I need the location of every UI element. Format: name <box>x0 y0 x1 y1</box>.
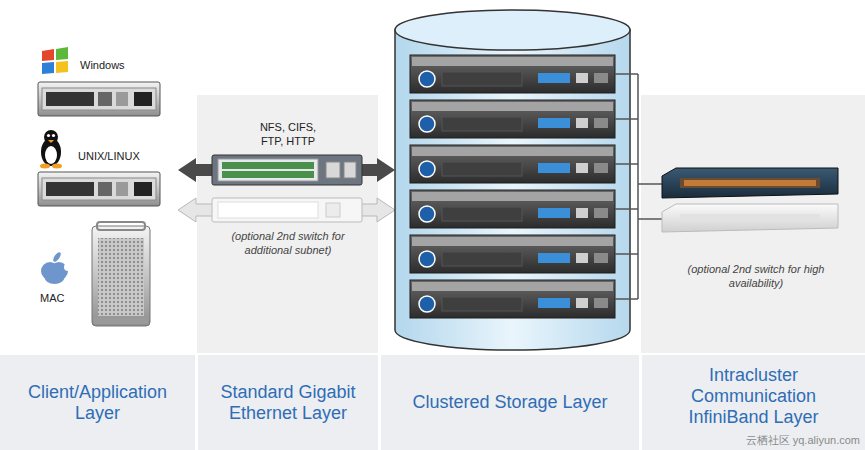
infiniband-switch <box>684 180 816 186</box>
gigabit-switch <box>212 155 362 185</box>
linux-penguin <box>44 130 58 144</box>
linux-penguin <box>41 138 61 166</box>
gigabit-switch <box>222 171 314 178</box>
linux-penguin <box>52 134 55 137</box>
infiniband-wiring <box>615 74 638 299</box>
linux-penguin <box>52 164 62 169</box>
mac-tower <box>92 222 150 326</box>
layer-band: Clustered Storage Layer <box>381 355 639 450</box>
gigabit-switch <box>326 162 340 178</box>
windows-logo <box>42 47 68 74</box>
mac-tower <box>94 318 148 324</box>
storage-servers <box>410 280 615 318</box>
storage-servers <box>410 55 615 93</box>
storage-cylinder <box>395 10 630 350</box>
windows-logo <box>42 49 54 61</box>
layer-title: Standard Gigabit Ethernet Layer <box>208 382 368 424</box>
mac-tower <box>98 238 144 316</box>
optional-infiniband-switch <box>662 204 838 232</box>
linux-penguin <box>40 130 62 169</box>
layer-title: Clustered Storage Layer <box>390 392 630 413</box>
layer-title: Client/Application Layer <box>8 382 188 424</box>
apple-logo <box>45 270 65 284</box>
column-grounds <box>641 95 865 353</box>
column-grounds <box>197 95 865 353</box>
windows-logo <box>56 61 68 73</box>
storage-servers <box>410 190 615 228</box>
os-label: MAC <box>40 291 80 305</box>
infiniband-switch <box>662 168 838 198</box>
gigabit-switch <box>344 162 356 178</box>
column-grounds <box>197 95 378 353</box>
mac-tower <box>97 222 145 230</box>
optional-infiniband-switch <box>662 204 838 232</box>
note-text: (optional 2nd switch for additional subn… <box>210 229 366 257</box>
infiniband-switch <box>680 178 820 188</box>
watermark: 云栖社区 yq.aliyun.com <box>700 433 860 447</box>
storage-cylinder <box>395 30 630 350</box>
storage-servers <box>410 235 615 273</box>
linux-penguin <box>48 140 54 143</box>
protocol-label: NFS, CIFS, FTP, HTTP <box>248 120 328 148</box>
note-text: (optional 2nd switch for high availabili… <box>676 262 836 290</box>
optional-switch <box>326 203 340 217</box>
infiniband-wiring <box>638 184 662 219</box>
gigabit-switch <box>212 155 362 185</box>
storage-servers <box>410 55 615 318</box>
linux-penguin <box>45 146 57 164</box>
gigabit-switch <box>222 162 314 169</box>
linux-penguin <box>40 164 50 169</box>
infiniband-wiring <box>637 74 639 299</box>
storage-cylinder <box>395 10 630 50</box>
layer-band: Standard Gigabit Ethernet Layer <box>198 355 378 450</box>
os-label: UNIX/LINUX <box>78 149 168 163</box>
optional-switch <box>212 198 362 222</box>
apple-logo <box>52 251 62 263</box>
optional-infiniband-switch <box>680 214 820 222</box>
os-label: Windows <box>80 58 150 72</box>
mac-tower <box>92 226 150 326</box>
windows-logo <box>56 47 68 60</box>
ethernet-arrow <box>178 198 395 222</box>
layer-title: Intracluster Communication InfiniBand La… <box>668 365 840 428</box>
optional-switch <box>212 198 362 222</box>
windows-logo <box>42 62 54 74</box>
apple-logo <box>41 251 72 284</box>
linux-penguin <box>47 134 50 137</box>
optional-switch <box>218 202 318 218</box>
apple-logo <box>64 263 72 271</box>
gigabit-switch <box>218 159 318 181</box>
infiniband-wiring <box>615 74 662 299</box>
layer-band: Client/Application Layer <box>0 355 195 450</box>
storage-servers <box>410 100 615 138</box>
client-server <box>38 172 160 206</box>
storage-servers <box>410 145 615 183</box>
infiniband-switch <box>662 168 838 198</box>
client-server <box>38 82 160 116</box>
